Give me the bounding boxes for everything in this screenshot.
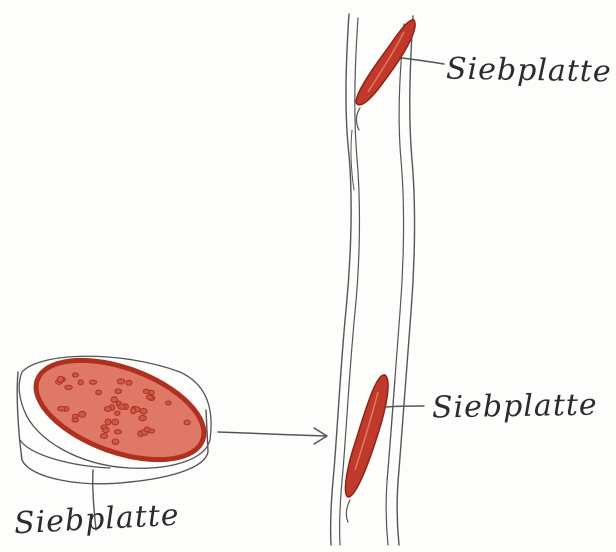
sieve-plate-middle-bottom-mark bbox=[346, 500, 350, 522]
sieve-pore bbox=[65, 385, 72, 389]
sieve-plate-top-leader bbox=[402, 58, 444, 64]
sieve-pore bbox=[100, 434, 107, 439]
sieve-pore bbox=[112, 419, 119, 425]
sieve-plate-middle bbox=[345, 375, 424, 522]
sieve-pore bbox=[103, 428, 110, 433]
sieve-pore bbox=[139, 415, 146, 420]
sieve-pore bbox=[146, 395, 153, 399]
sieve-pore bbox=[117, 379, 125, 384]
sieve-pore bbox=[115, 389, 122, 394]
sieve-pore bbox=[58, 406, 65, 411]
sieve-pore bbox=[144, 427, 150, 432]
tube-wall-detail bbox=[351, 130, 354, 190]
sieve-pore bbox=[184, 420, 190, 425]
sieve-pore bbox=[72, 373, 78, 377]
label-siebplatte-middle: Siebplatte bbox=[432, 391, 598, 424]
sieve-pore bbox=[115, 411, 120, 415]
sieve-pore bbox=[105, 419, 111, 425]
sieve-pore bbox=[114, 430, 121, 434]
sieve-pore bbox=[112, 439, 119, 445]
label-siebplatte-top: Siebplatte bbox=[446, 55, 612, 88]
sieve-plate-top-shape bbox=[356, 20, 415, 105]
sieve-pore bbox=[78, 380, 83, 385]
sieve-plate-middle-shape bbox=[345, 375, 388, 497]
sieve-pore bbox=[111, 397, 117, 403]
sieve-pore bbox=[166, 401, 172, 405]
tube-right-wall-inner bbox=[386, 24, 404, 545]
arrow-shaft bbox=[218, 432, 326, 436]
sieve-plate-top-bottom-mark bbox=[356, 108, 360, 130]
sieve-pore bbox=[126, 380, 132, 385]
sieve-pore bbox=[118, 404, 125, 409]
sieve-pore bbox=[140, 408, 147, 414]
sieve-pore bbox=[104, 407, 111, 412]
sieve-pore bbox=[72, 414, 78, 418]
sieve-plate-middle-leader bbox=[386, 406, 424, 407]
sieve-pore bbox=[143, 389, 149, 393]
sieve-pore bbox=[79, 411, 86, 417]
sieve-pore bbox=[57, 376, 63, 382]
sieve-pore bbox=[90, 380, 97, 384]
label-siebplatte-bottom: Siebplatte bbox=[13, 501, 180, 540]
sieve-pore bbox=[96, 390, 102, 395]
sieve-pore bbox=[131, 408, 136, 414]
tube-wall-detail bbox=[387, 380, 395, 480]
